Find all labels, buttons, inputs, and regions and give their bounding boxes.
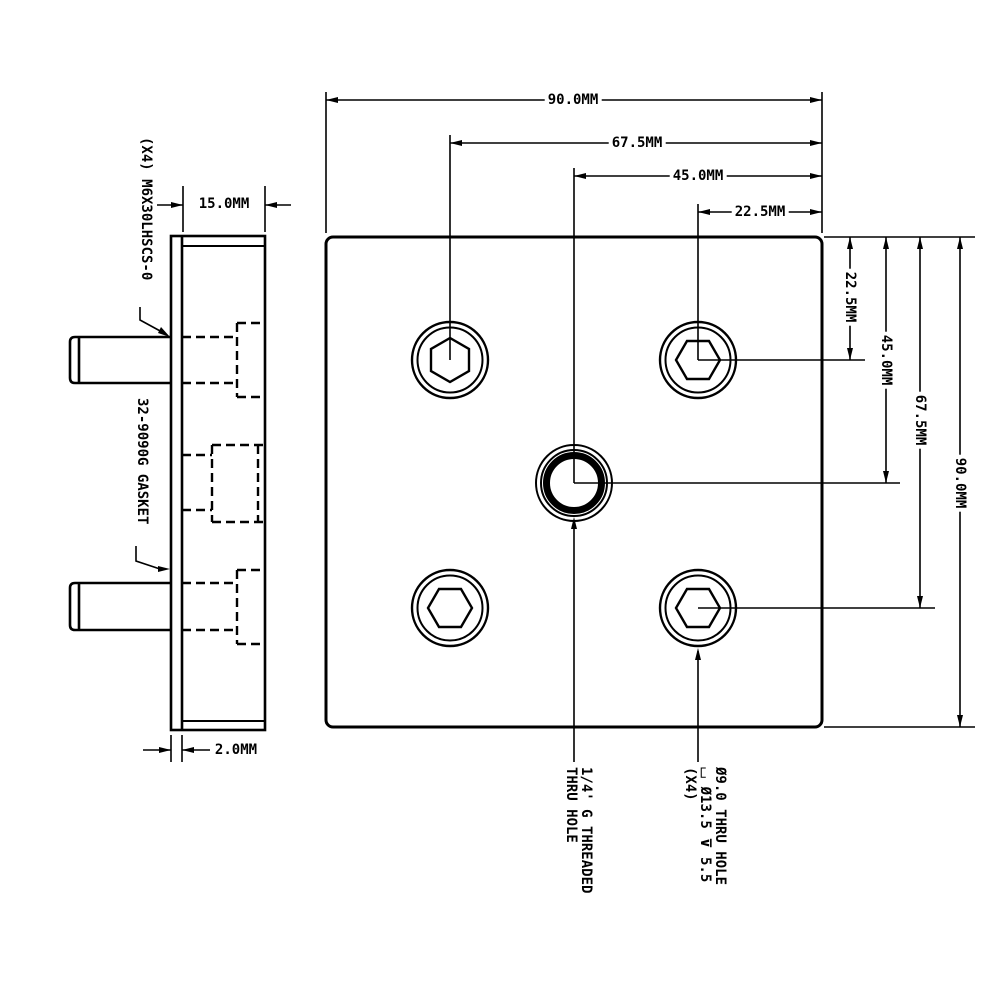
gasket-callout-label: 32-9090G GASKET	[134, 398, 150, 525]
counterbore-hole-note: Ø9.0 THRU HOLE ⌴ Ø13.5 ⊽ 5.5 (X4)	[682, 767, 728, 886]
arrowheads	[158, 97, 963, 753]
dim-right-45mm: 45.0MM	[878, 331, 894, 389]
center-hole-note-line2: THRU HOLE	[563, 767, 579, 843]
gasket-thickness-dim-label: 2.0MM	[211, 742, 261, 758]
dim-top-22-5mm: 22.5MM	[731, 204, 789, 220]
counterbore-note-line2: ⌴ Ø13.5 ⊽ 5.5	[697, 767, 713, 883]
side-view-bolts	[68, 335, 171, 632]
center-hole-note: 1/4' G THREADED THRU HOLE	[563, 767, 594, 894]
dim-top-90mm: 90.0MM	[544, 92, 602, 108]
counterbore-note-line1: Ø9.0 THRU HOLE	[712, 767, 728, 886]
screw-callout-label: (X4) M6X30LHSCS-0	[138, 137, 154, 281]
plate-thickness-dim-label: 15.0MM	[195, 196, 253, 212]
side-view-plate-outline	[169, 234, 267, 732]
dimension-lines	[143, 92, 975, 762]
dim-right-67-5mm: 67.5MM	[912, 391, 928, 449]
center-hole-note-line1: 1/4' G THREADED	[578, 767, 594, 894]
side-view-hidden-lines	[182, 321, 265, 646]
dim-top-45mm: 45.0MM	[669, 168, 727, 184]
leader-lines	[135, 307, 699, 762]
dim-right-90mm: 90.0MM	[952, 454, 968, 512]
dim-top-67-5mm: 67.5MM	[608, 135, 666, 151]
counterbore-note-line3: (X4)	[682, 767, 698, 801]
dim-right-22-5mm: 22.5MM	[842, 268, 858, 326]
